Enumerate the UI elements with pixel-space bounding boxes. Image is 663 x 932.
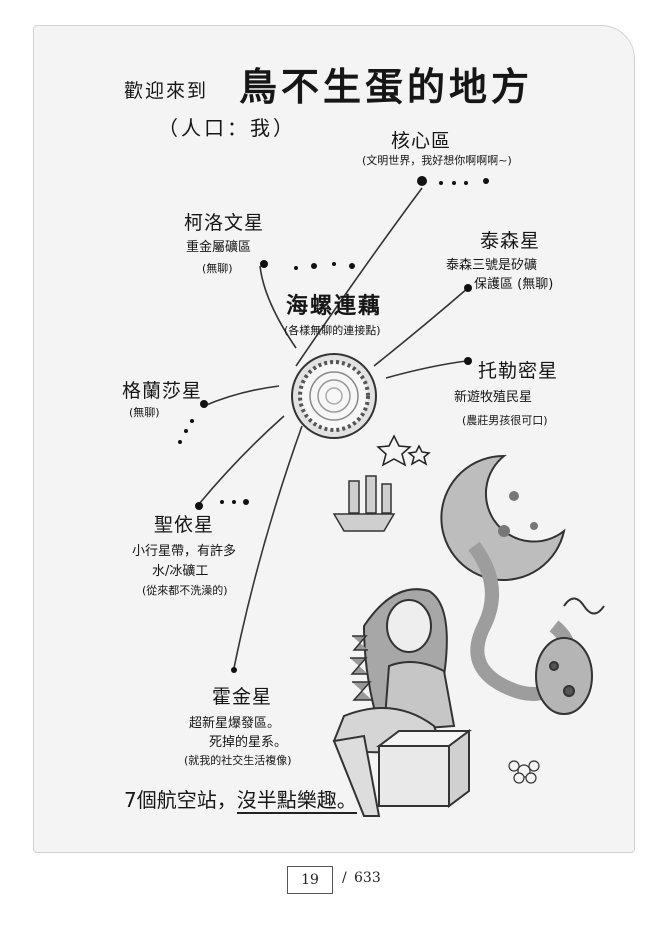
girl-drawing [332,588,472,817]
planet-name-core: 核心區 [391,130,452,152]
planet-name-taisen: 泰森星 [480,230,541,252]
star-icons [376,434,431,467]
line-gelansha [203,385,280,407]
line-tolek [385,360,467,379]
sea-creature-drawing [468,541,605,715]
planet-name-kolo: 柯洛文星 [184,212,265,234]
line-core [295,187,423,367]
planet-note-shengyi: (從來都不洗澡的) [142,584,228,597]
page-number-input[interactable]: 19 [287,866,333,894]
planet-name-shengyi: 聖依星 [154,514,215,536]
planet-desc-tolek: 新遊牧殖民星 [454,390,533,405]
zzz-drawing [350,635,372,701]
dot-kolo [260,260,268,268]
station-icon [291,353,377,439]
welcome-text: 歡迎來到 [124,80,209,102]
planet-note-gelansha: (無聊) [129,406,160,419]
comic-page: 歡迎來到 鳥不生蛋的地方 （人口：我） 核心區 (文明世界，我好想你啊啊啊~) … [33,25,635,853]
planet-desc-shengyi-1: 小行星帶，有許多 [132,544,237,559]
planet-desc-huojin-1: 超新星爆發區。 [189,716,281,731]
planet-desc-taisen-2: 保護區 (無聊) [474,277,554,292]
ship-drawing [332,475,396,532]
page-total: 633 [354,870,381,886]
planet-desc-core: (文明世界，我好想你啊啊啊~) [362,154,512,167]
planet-name-gelansha: 格蘭莎星 [122,380,203,402]
line-huojin [233,425,303,669]
dot-huojin [231,667,237,673]
planet-note-tolek: (農莊男孩很可口) [462,414,548,427]
line-taisen [373,287,469,367]
footer-note: 7個航空站，沒半點樂趣。 [124,784,357,814]
planet-name-tolek: 托勒密星 [478,360,559,382]
line-kolo [259,265,297,349]
population-note: （人口：我） [158,116,296,140]
map-lines [178,176,605,817]
dot-core [417,176,427,186]
planet-desc-shengyi-2: 水/冰礦工 [152,564,209,579]
planet-note-huojin: (就我的社交生活複像) [184,754,292,767]
page-title: 鳥不生蛋的地方 [239,64,534,109]
footer-note-emphasis: 沒半點樂趣。 [236,788,357,814]
dot-gelansha [200,400,208,408]
footer-note-prefix: 7個航空站， [124,788,237,812]
dot-shengyi [195,502,203,510]
planet-name-huojin: 霍金星 [212,686,273,708]
planet-desc-taisen-1: 泰森三號是矽礦 [446,258,538,273]
planet-desc-kolo: 重金屬礦區 [186,240,252,255]
crescent-moon-drawing [440,454,566,581]
pagination: 19 / 633 [0,866,663,896]
dot-taisen [464,284,472,292]
center-station-note: (各樣無聊的連接點) [284,324,381,337]
dot-tolek [464,357,472,365]
page-separator: / [342,870,347,886]
center-station-name: 海螺連藕 [286,294,383,319]
planet-note-kolo: (無聊) [202,262,233,275]
planet-desc-huojin-2: 死掉的星系。 [209,735,288,750]
flower-icon [508,760,540,784]
line-shengyi [198,415,285,505]
